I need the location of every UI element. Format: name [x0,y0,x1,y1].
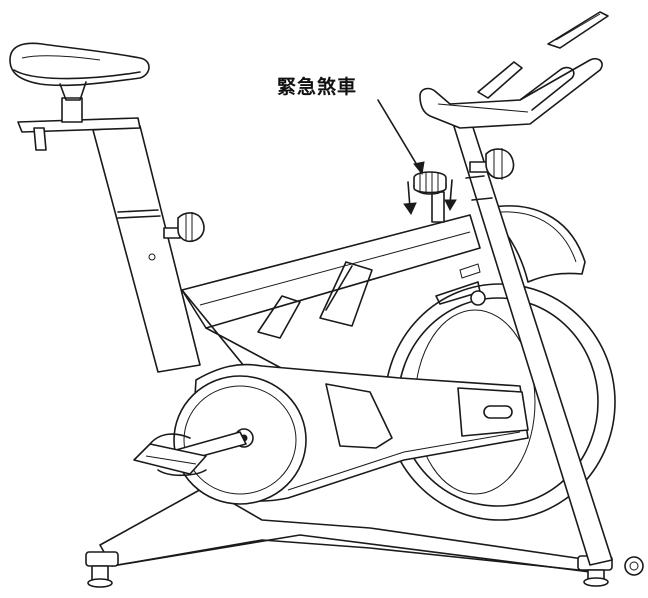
press-down-arrows [403,179,457,216]
callout-leader [377,99,425,176]
brake-mechanism [435,263,486,306]
seat-slider [17,97,141,151]
bottle-cage [257,261,373,339]
seat-post [92,125,201,373]
front-leveling-foot [85,551,119,588]
device-holder [547,11,609,49]
seat-adjust-knob [163,212,205,243]
transport-wheel [624,556,644,576]
handlebar-adjust-knob [469,148,515,180]
emergency-brake-knob [413,171,447,223]
saddle [9,42,150,101]
handlebar [419,57,603,129]
emergency-brake-label: 緊急煞車 [277,76,358,98]
main-frame [181,214,481,389]
pedal [133,433,207,477]
